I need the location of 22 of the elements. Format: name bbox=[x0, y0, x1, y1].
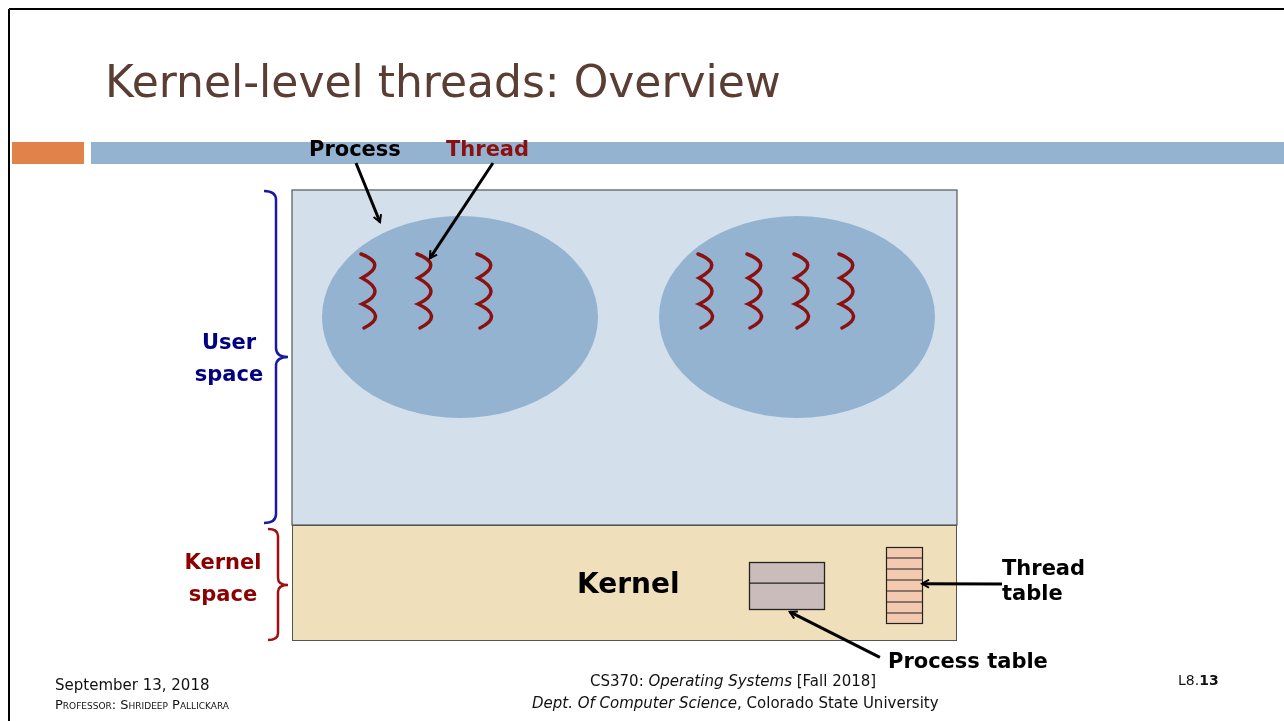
department-text: Dept. Of Computer Science, Colorado State University bbox=[532, 694, 939, 712]
course-text: CS370: Operating Systems [Fall 2018] bbox=[590, 672, 877, 690]
callout-label: Thread bbox=[446, 137, 530, 163]
kernel-space-area bbox=[292, 525, 957, 641]
arrow bbox=[788, 610, 881, 659]
arrow bbox=[428, 162, 495, 260]
thread-table-icon bbox=[886, 547, 923, 624]
kernel-label: Kernel bbox=[577, 567, 680, 601]
callout-label: Process bbox=[309, 137, 401, 163]
user-space-area bbox=[292, 190, 957, 525]
arrow bbox=[921, 578, 1002, 589]
process-ellipse bbox=[659, 216, 935, 418]
process-table-icon bbox=[749, 562, 825, 610]
process-ellipse bbox=[322, 216, 598, 418]
slide-title: Kernel-level threads: Overview bbox=[105, 56, 781, 107]
date-text: September 13, 2018 bbox=[55, 676, 210, 694]
callout-label: Process table bbox=[888, 649, 1048, 675]
slide-number: L8.13 bbox=[1178, 672, 1219, 688]
callout-label: Thread table bbox=[1002, 556, 1087, 607]
space-label: Kernel space bbox=[183, 549, 263, 608]
space-label: User space bbox=[193, 329, 265, 388]
author-text: Professor: Shrideep Pallickara bbox=[55, 697, 229, 712]
